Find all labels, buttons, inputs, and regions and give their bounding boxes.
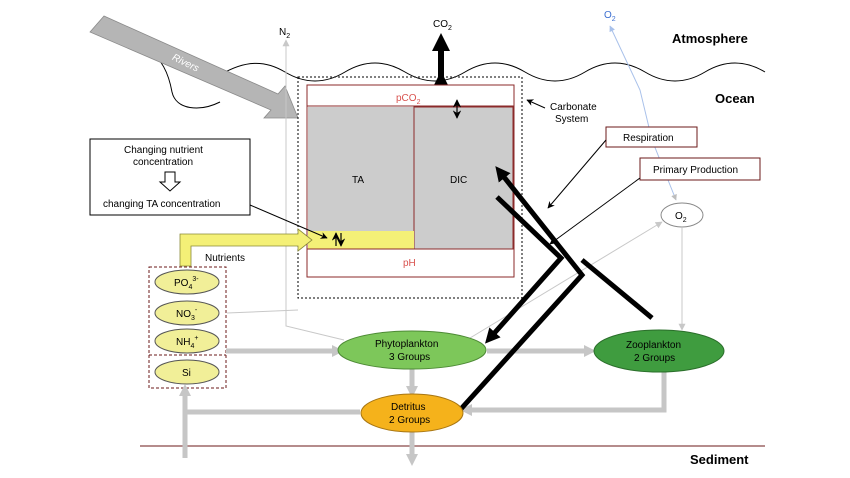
primary-production-label: Primary Production	[653, 165, 738, 176]
o2-ocean-label: O2	[675, 211, 687, 224]
ph-label: pH	[403, 258, 416, 269]
phyto-to-o2-line	[469, 221, 663, 339]
detritus-to-nutrients-arrow	[182, 409, 360, 458]
detritus-respiration-flux	[458, 166, 586, 412]
detritus-line2: 2 Groups	[389, 415, 430, 426]
ta-nutrient-strip	[308, 231, 414, 249]
nutrient-ta-arrow	[179, 228, 313, 267]
callout-pointer	[249, 204, 328, 239]
carbonate-system-pointer	[526, 99, 546, 109]
primary-production-box	[639, 157, 761, 181]
primary-production-pointer	[549, 177, 641, 245]
nutrient-uptake-thin-line	[226, 309, 299, 314]
n2-flux-line	[282, 39, 345, 341]
ta-label: TA	[352, 175, 364, 186]
nh4-node	[154, 328, 220, 354]
nutrients-title: Nutrients	[205, 253, 245, 264]
detritus-node	[360, 393, 464, 433]
nh4-label: NH4+	[176, 335, 198, 350]
n2-label: N2	[279, 27, 290, 40]
callout-line2: concentration	[133, 157, 193, 168]
phytoplankton-line1: Phytoplankton	[375, 339, 438, 350]
o2-atmosphere-label: O2	[604, 10, 616, 23]
respiration-label: Respiration	[623, 133, 674, 144]
respiration-box	[605, 126, 698, 148]
zoo-respiration-flux	[580, 258, 654, 320]
callout-line1: Changing nutrient	[124, 145, 203, 156]
phytoplankton-line2: 3 Groups	[389, 352, 430, 363]
dic-label: DIC	[450, 175, 467, 186]
zooplankton-line2: 2 Groups	[634, 353, 675, 364]
no3-label: NO3-	[176, 307, 198, 322]
callout-hollow-arrow-icon	[158, 171, 182, 192]
primary-production-flux	[485, 195, 565, 344]
rivers-arrow	[89, 15, 299, 119]
detritus-line1: Detritus	[391, 402, 425, 413]
respiration-pointer	[547, 139, 607, 209]
pco2-label: pCO2	[396, 93, 421, 106]
atmosphere-label: Atmosphere	[672, 31, 748, 46]
si-label: Si	[182, 368, 191, 379]
callout-line3: changing TA concentration	[103, 199, 221, 210]
zooplankton-node	[593, 329, 725, 373]
po4-node	[154, 269, 220, 295]
no3-node	[154, 300, 220, 326]
co2-label: CO2	[433, 19, 452, 32]
zoo-to-detritus-arrow	[459, 368, 667, 417]
ocean-label: Ocean	[715, 91, 755, 106]
sediment-label: Sediment	[690, 452, 749, 467]
zooplankton-line1: Zooplankton	[626, 340, 681, 351]
sea-surface-line	[219, 62, 766, 82]
carbonate-system-box	[297, 76, 523, 299]
o2-ocean-node	[660, 202, 704, 228]
po4-label: PO43-	[174, 276, 199, 291]
carbonate-system-label: Carbonate System	[550, 102, 599, 125]
ta-box	[308, 107, 414, 249]
phytoplankton-node	[337, 330, 487, 370]
